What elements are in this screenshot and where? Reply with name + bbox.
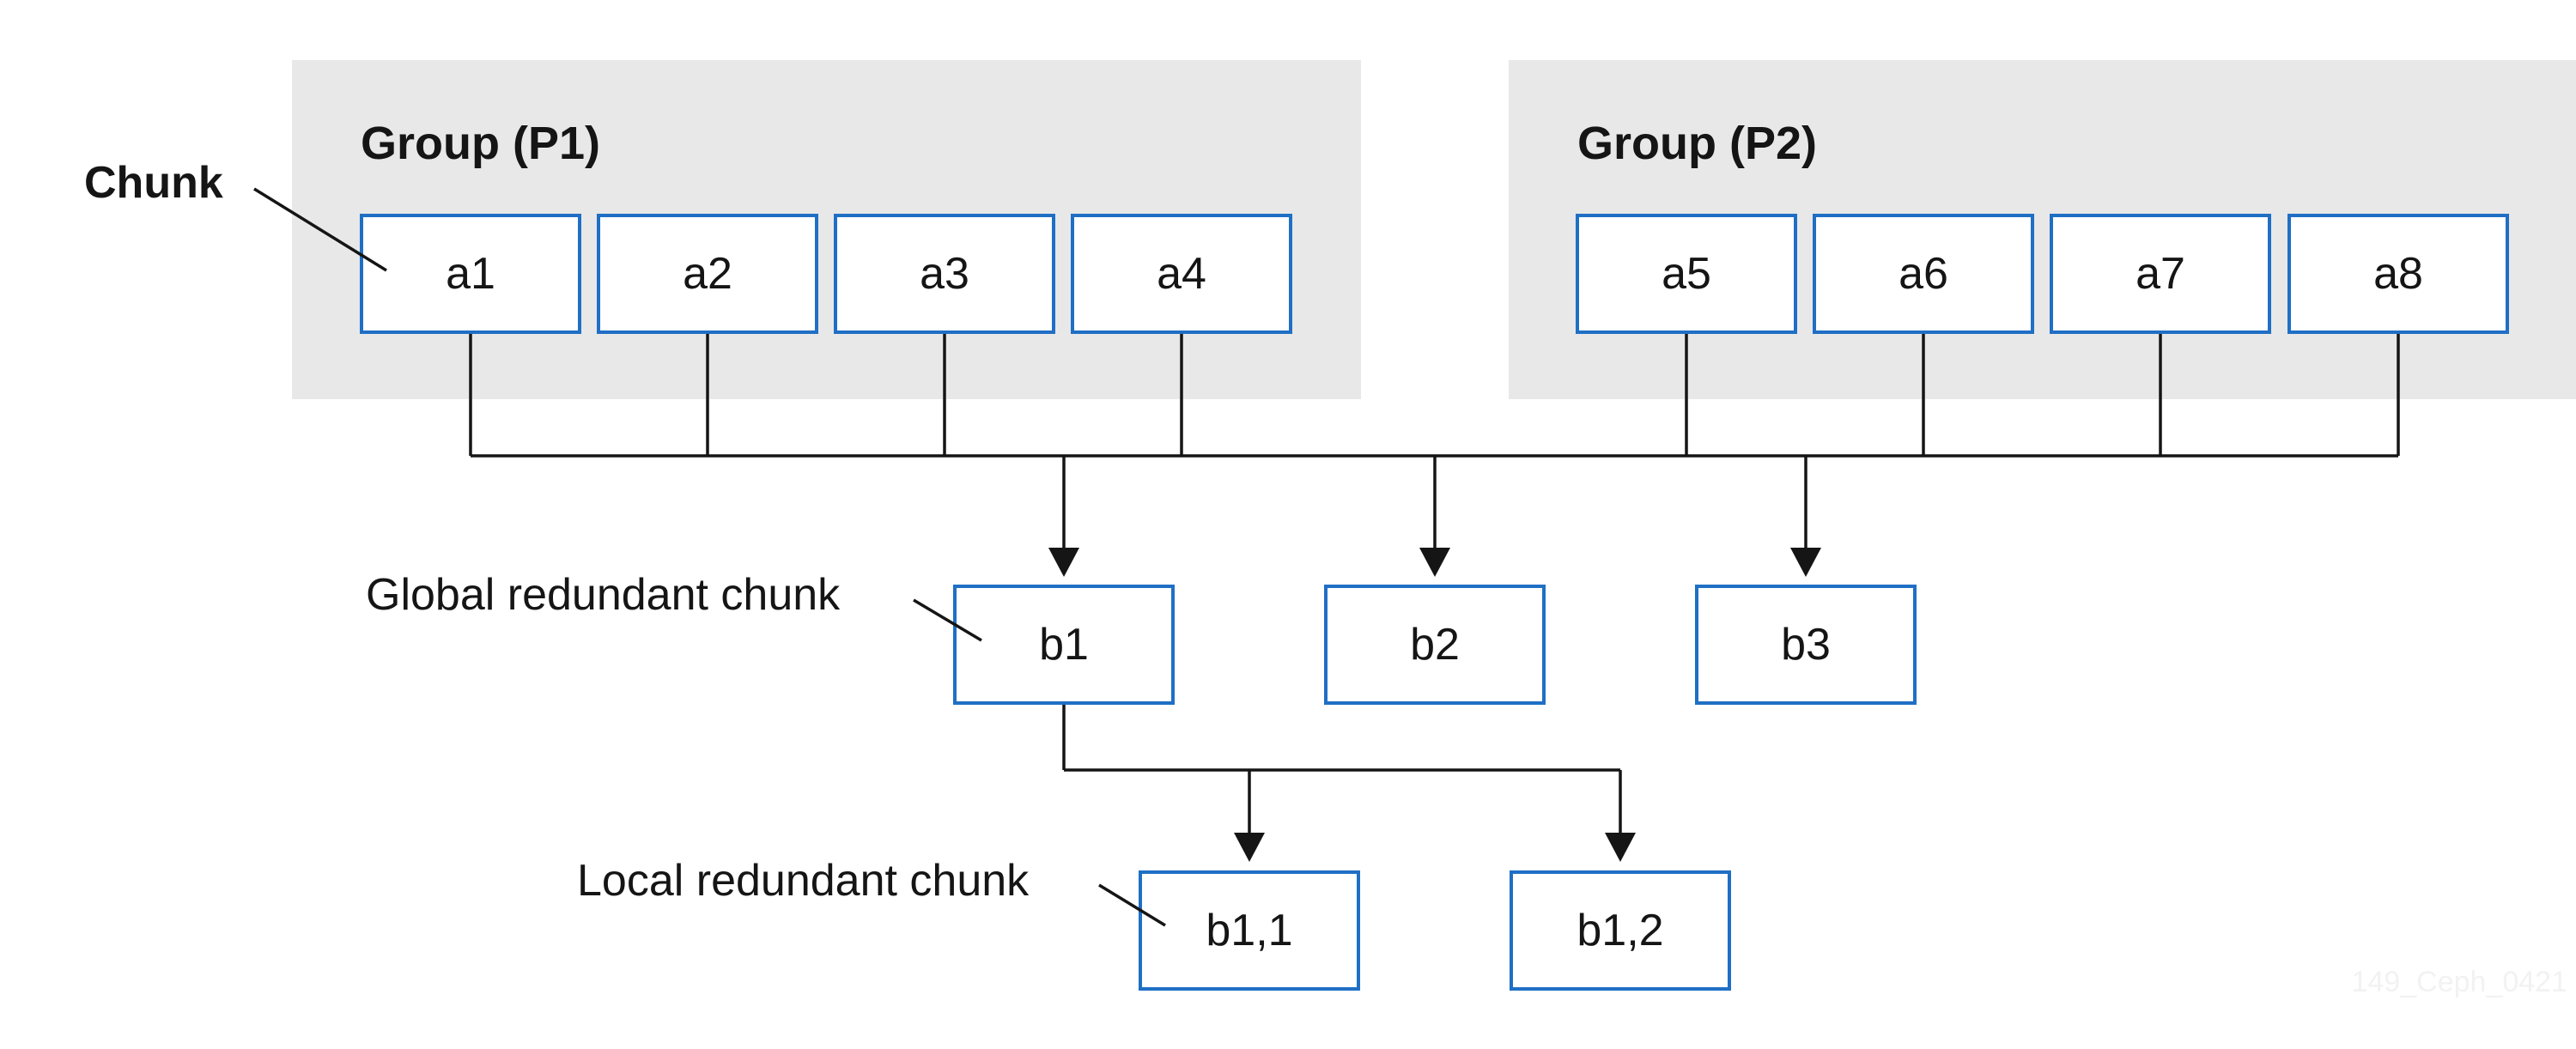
arrowhead-b1	[1048, 548, 1079, 577]
local-connectors	[1062, 703, 1636, 862]
chunk-b12-box	[1510, 870, 1731, 991]
chunk-a2-box	[597, 214, 818, 334]
chunk-a3: a3	[834, 214, 1055, 334]
chunk-b11-label: b1,1	[1206, 906, 1292, 955]
group-p1-chunks: a1 a2 a3 a4	[360, 214, 1292, 334]
chunk-a5: a5	[1576, 214, 1797, 334]
chunk-a7-label: a7	[2136, 249, 2185, 299]
chunk-a1: a1	[360, 214, 581, 334]
chunk-a3-label: a3	[920, 249, 969, 299]
chunk-a1-label: a1	[446, 249, 495, 299]
group-p1-title: Group (P1)	[361, 118, 600, 169]
callout-chunk-label: Chunk	[84, 158, 223, 208]
arrowhead-b3	[1790, 548, 1821, 577]
chunk-a5-label: a5	[1662, 249, 1711, 299]
chunk-a6-box	[1813, 214, 2034, 334]
chunk-a2-label: a2	[683, 249, 732, 299]
chunk-a3-box	[834, 214, 1055, 334]
chunk-b1-box	[953, 585, 1175, 705]
arrowhead-b11	[1234, 833, 1265, 862]
chunk-b12-label: b1,2	[1577, 906, 1663, 955]
chunk-a5-box	[1576, 214, 1797, 334]
callout-chunk: Chunk	[84, 158, 387, 272]
chunk-b11-box	[1139, 870, 1360, 991]
group-p2-title: Group (P2)	[1577, 118, 1817, 169]
chunk-a1-box	[360, 214, 581, 334]
global-redundant-chunks: b1 b2 b3	[953, 585, 1917, 705]
chunk-b3-label: b3	[1781, 620, 1831, 670]
callout-local-redundant-leader	[1098, 883, 1166, 927]
callout-global-redundant-label: Global redundant chunk	[366, 570, 841, 620]
chunk-b3: b3	[1695, 585, 1917, 705]
watermark: 149_Ceph_0421	[2352, 966, 2567, 998]
callout-global-redundant: Global redundant chunk	[366, 570, 982, 642]
chunk-a6: a6	[1813, 214, 2034, 334]
data-chunk-connectors	[469, 333, 2400, 577]
chunk-a7-box	[2050, 214, 2271, 334]
chunk-a8-label: a8	[2373, 249, 2423, 299]
chunk-b2-box	[1324, 585, 1546, 705]
chunk-b12: b1,2	[1510, 870, 1731, 991]
chunk-a8-box	[2287, 214, 2509, 334]
callout-chunk-leader	[253, 187, 387, 272]
chunk-a6-label: a6	[1899, 249, 1948, 299]
chunk-a2: a2	[597, 214, 818, 334]
chunk-b1-label: b1	[1039, 620, 1089, 670]
chunk-a4-box	[1071, 214, 1292, 334]
chunk-a8: a8	[2287, 214, 2509, 334]
chunk-a4: a4	[1071, 214, 1292, 334]
chunk-b3-box	[1695, 585, 1917, 705]
arrowhead-b2	[1419, 548, 1450, 577]
chunk-b1: b1	[953, 585, 1175, 705]
chunk-a7: a7	[2050, 214, 2271, 334]
callout-local-redundant-label: Local redundant chunk	[577, 856, 1030, 906]
local-redundant-chunks: b1,1 b1,2	[1139, 870, 1731, 991]
chunk-b11: b1,1	[1139, 870, 1360, 991]
callout-local-redundant: Local redundant chunk	[577, 856, 1166, 927]
group-p2-chunks: a5 a6 a7 a8	[1576, 214, 2509, 334]
chunk-b2: b2	[1324, 585, 1546, 705]
chunk-a4-label: a4	[1157, 249, 1206, 299]
callout-global-redundant-leader	[913, 598, 982, 642]
chunk-b2-label: b2	[1410, 620, 1460, 670]
arrowhead-b12	[1605, 833, 1636, 862]
